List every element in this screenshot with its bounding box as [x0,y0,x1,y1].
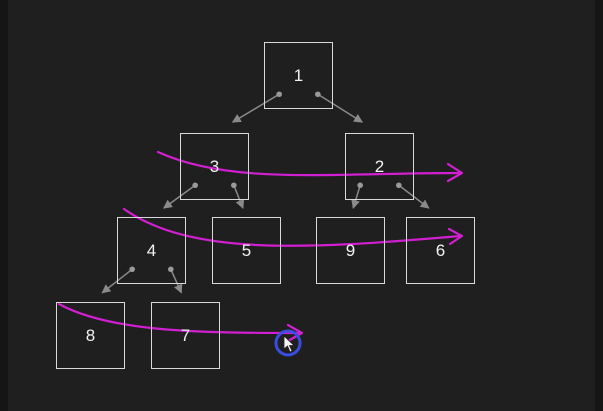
tree-node: 3 [180,133,249,200]
right-border-strip [595,0,603,411]
annotation-arrow-head-level-4 [286,323,304,343]
node-label: 8 [85,326,96,345]
tree-edge-n1-n2 [317,93,363,123]
child-pointer-dot [168,266,174,273]
tree-edge-n4-n7 [170,268,183,294]
node-label: 9 [345,241,356,260]
child-pointer-dot [276,91,282,98]
node-label: 1 [293,66,304,85]
tree-node: 1 [264,42,333,109]
node-label: 3 [209,157,220,176]
cursor-ring [274,329,302,357]
tree-node: 5 [212,217,281,284]
mouse-pointer-icon [283,335,296,353]
tree-edge-n3-n4 [163,184,196,209]
annotation-arrows [57,150,464,343]
tree-node: 4 [117,217,186,284]
node-label: 7 [180,326,191,345]
tree-edge-n1-n3 [231,93,280,123]
child-pointer-dot [192,182,198,189]
tree-node: 6 [406,217,475,284]
tree-node: 9 [316,217,385,284]
annotation-arrow-head-level-3 [447,227,464,246]
tree-node: 7 [151,302,220,369]
annotation-arrow-level-4 [57,302,302,335]
tree-edge-n3-n5 [233,184,245,209]
left-border-strip [0,0,8,411]
annotation-arrow-level-2 [156,150,462,177]
tree-node: 2 [345,133,414,200]
node-label: 6 [435,241,446,260]
child-pointer-dot [231,182,237,189]
node-label: 2 [374,157,385,176]
annotation-arrow-level-3 [122,207,462,247]
tree-edges [101,91,430,294]
node-label: 5 [241,241,252,260]
node-label: 4 [146,241,157,260]
child-pointer-dot [396,182,402,189]
tree-node: 8 [56,302,125,369]
child-pointer-dot [315,91,321,98]
tree-edge-n2-n9 [351,185,361,209]
child-pointer-dot [129,266,135,273]
child-pointer-dot [357,182,363,189]
cursor-highlight [274,329,302,357]
annotation-arrow-head-level-2 [446,162,464,183]
